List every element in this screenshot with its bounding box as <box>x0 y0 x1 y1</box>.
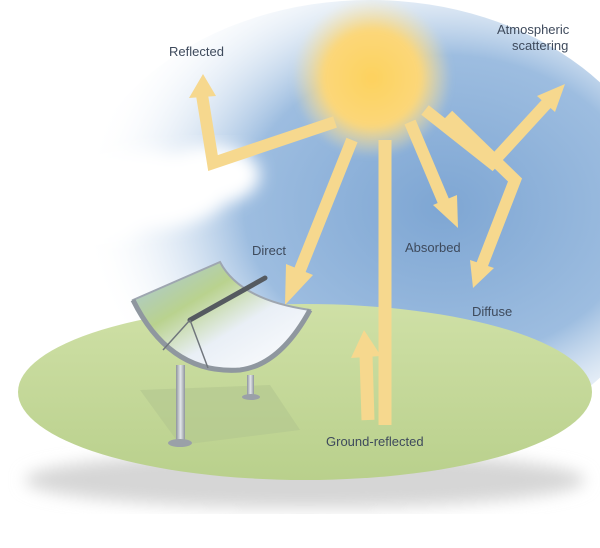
solar-collector <box>130 260 313 447</box>
ground-reflected-label: Ground-reflected <box>326 434 424 449</box>
atmospheric-scattering-label: Atmospheric scattering <box>497 22 569 54</box>
atmospheric-label-line1: Atmospheric <box>497 22 570 37</box>
absorbed-label: Absorbed <box>405 240 461 255</box>
ground-reflected-arrow <box>359 354 375 421</box>
diffuse-label: Diffuse <box>472 304 513 319</box>
absorbed-arrow <box>404 119 451 208</box>
atmospheric-label-line2: scattering <box>511 38 569 53</box>
direct-label: Direct <box>252 243 286 258</box>
radiation-arrows <box>189 74 565 425</box>
reflected-label: Reflected <box>169 44 224 59</box>
reflected-arrow <box>196 94 337 171</box>
diffuse-arrow <box>443 110 523 268</box>
direct-arrow <box>294 137 358 273</box>
ground <box>18 304 592 480</box>
